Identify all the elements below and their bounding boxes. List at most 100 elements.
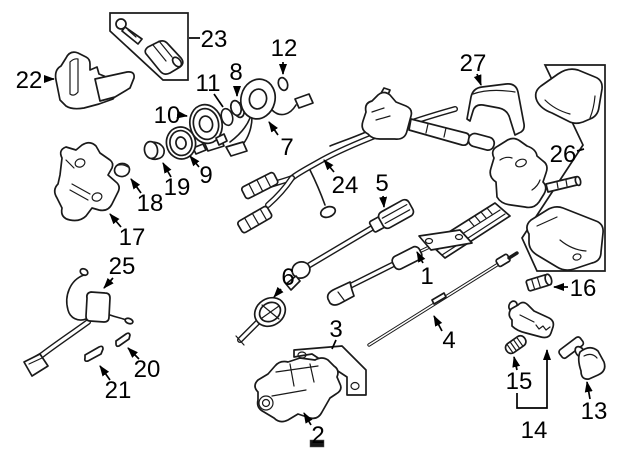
part-12-seal <box>277 76 289 92</box>
callout-7-arrow <box>268 121 279 136</box>
callout-24: 24 <box>323 159 359 199</box>
callout-7-label: 7 <box>280 134 293 161</box>
callout-18: 18 <box>130 178 164 217</box>
callout-5-label: 5 <box>375 170 388 197</box>
callout-2: 2 <box>303 412 325 449</box>
callout-10-label: 10 <box>154 102 181 129</box>
callout-13: 13 <box>581 381 608 425</box>
callout-12-label: 12 <box>271 35 298 62</box>
part-5-shaft <box>285 198 415 291</box>
callout-11: 11 <box>196 70 224 108</box>
callout-21-label: 21 <box>105 377 132 404</box>
callout-3-leader <box>331 339 337 350</box>
callout-15: 15 <box>506 356 533 395</box>
callout-2-label: 2 <box>311 422 324 449</box>
callout-24-label: 24 <box>332 172 359 199</box>
part-20-shim <box>115 332 131 348</box>
callout-3-label: 3 <box>329 316 342 343</box>
part-4-shaft <box>367 251 519 347</box>
part-10-clockspring-coil <box>188 103 228 146</box>
callout-22-label: 22 <box>16 67 43 94</box>
callout-9: 9 <box>189 155 213 189</box>
callout-13-arrow <box>584 381 593 400</box>
part-26-lower-shroud <box>526 206 604 271</box>
part-9-cam-disc <box>165 126 207 160</box>
part-2-column-housing <box>254 357 342 423</box>
part-21-shim <box>83 345 104 363</box>
callout-9-label: 9 <box>199 162 212 189</box>
callout-23-label: 23 <box>201 26 228 53</box>
callout-10-arrow <box>176 110 188 119</box>
callout-6: 6 <box>273 264 295 298</box>
callout-3: 3 <box>329 316 343 350</box>
callout-25-arrow <box>103 277 114 289</box>
callout-25-label: 25 <box>109 253 136 280</box>
callout-23: 23 <box>189 26 227 53</box>
part-15-spring <box>504 334 527 355</box>
part-6-boot-retainer <box>235 296 287 346</box>
multifunction-switch <box>329 87 496 151</box>
callout-5-arrow <box>379 195 388 208</box>
callout-20-arrow <box>127 347 140 360</box>
part-22-switch-bracket <box>54 51 135 110</box>
part-3-support-plate <box>293 345 367 396</box>
part-24-wiring-harness <box>237 106 458 234</box>
callout-20: 20 <box>127 347 161 383</box>
callout-10: 10 <box>154 102 188 129</box>
callout-11-label: 11 <box>196 70 221 97</box>
callout-1-arrow <box>416 251 426 264</box>
key-and-lock-cylinder-box <box>109 12 189 81</box>
callout-17: 17 <box>109 213 146 251</box>
callout-21: 21 <box>99 365 132 404</box>
part-27-shroud-bracket <box>466 83 525 136</box>
callout-9-arrow <box>189 155 200 168</box>
callout-25: 25 <box>103 253 136 289</box>
callout-2-arrow <box>303 412 313 426</box>
callout-27-label: 27 <box>460 50 487 77</box>
part-14-lock-module <box>508 300 555 339</box>
callout-11-leader <box>213 93 224 108</box>
callout-22: 22 <box>16 67 55 94</box>
callout-27: 27 <box>460 50 487 86</box>
part-18-cap <box>113 162 131 178</box>
callout-20-label: 20 <box>134 356 161 383</box>
callout-4: 4 <box>433 315 456 354</box>
callout-14-bracket <box>516 349 551 409</box>
callout-12: 12 <box>271 35 298 75</box>
part-25-coil-module <box>23 267 134 377</box>
callout-8-label: 8 <box>229 59 242 86</box>
callout-17-label: 17 <box>119 224 146 251</box>
callout-7: 7 <box>268 121 294 161</box>
callout-18-arrow <box>130 178 142 194</box>
part-16-bolt <box>525 273 553 292</box>
callout-21-arrow <box>99 365 111 381</box>
part-19-bearing-spring <box>143 140 166 161</box>
callout-14: 14 <box>516 349 551 444</box>
watermark-fragment <box>309 439 325 448</box>
callout-27-arrow <box>473 73 482 86</box>
callout-18-label: 18 <box>137 190 164 217</box>
steering-column-assembly <box>418 137 582 259</box>
callout-15-label: 15 <box>506 368 533 395</box>
part-26-upper-shroud <box>534 68 603 125</box>
callout-26-leader <box>576 148 585 152</box>
part-17-mounting-bracket <box>53 141 120 222</box>
callout-6-label: 6 <box>281 264 294 291</box>
callout-13-label: 13 <box>581 398 608 425</box>
callout-5: 5 <box>375 170 389 208</box>
callout-1: 1 <box>416 251 434 290</box>
column-shroud-box <box>521 64 606 272</box>
callout-17-arrow <box>109 213 122 228</box>
callout-24-arrow <box>323 159 335 173</box>
part-13-tilt-lever <box>558 336 606 380</box>
part-23-key-and-lock-cylinder <box>115 18 184 75</box>
callout-4-label: 4 <box>442 327 455 354</box>
callout-19-arrow <box>162 162 172 178</box>
callout-6-arrow <box>273 286 284 298</box>
callout-1-label: 1 <box>420 263 433 290</box>
callout-15-arrow <box>512 356 521 371</box>
callout-14-label: 14 <box>521 417 548 444</box>
callout-4-arrow <box>433 315 443 332</box>
callout-26-label: 26 <box>550 141 577 168</box>
